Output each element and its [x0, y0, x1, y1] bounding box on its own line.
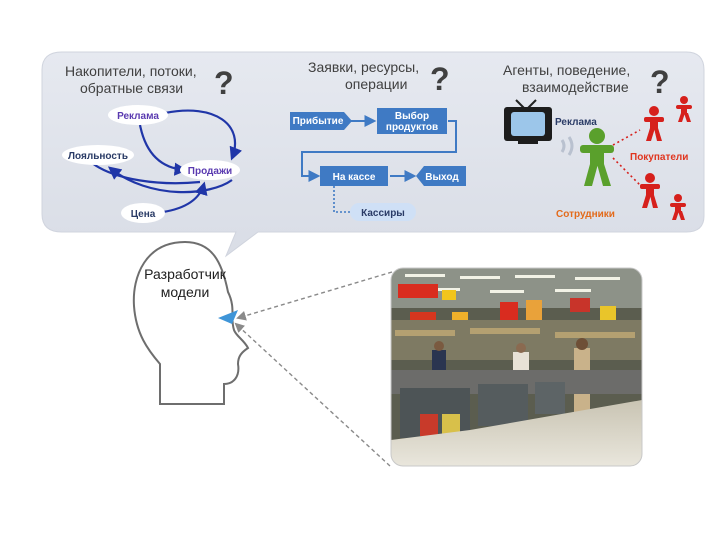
panel-title-line1: Накопители, потоки,: [65, 63, 197, 79]
panel-title-line2: взаимодействие: [522, 79, 629, 95]
panel-title-line2: обратные связи: [80, 80, 183, 96]
developer-label-line2: модели: [161, 284, 210, 300]
node-checkout: [320, 166, 388, 186]
panel-title-line1: Заявки, ресурсы,: [308, 59, 419, 75]
person-icon: [640, 173, 660, 208]
interaction-link: [612, 129, 641, 146]
person-icon: [670, 194, 686, 220]
panel-title-line1: Агенты, поведение,: [503, 62, 630, 78]
panel-agent-based: Агенты, поведение, взаимодействие ? Рекл…: [503, 62, 692, 220]
node-sales: [180, 160, 240, 180]
supermarket-photo: [390, 267, 643, 467]
node-exit-label: Выход: [425, 172, 459, 183]
panel-discrete-event: Заявки, ресурсы, операции ? Прибытие Выб…: [290, 59, 466, 221]
developer-label-line1: Разработчик: [144, 266, 227, 282]
node-checkout-label: На кассе: [333, 172, 376, 183]
panel-system-dynamics: Накопители, потоки, обратные связи ? Рек…: [62, 63, 243, 223]
flow-arrow-loyalty-sales: [91, 162, 201, 185]
signal-arc: [560, 139, 566, 153]
node-product-choice-label-line2: продуктов: [386, 122, 438, 133]
node-price: [121, 203, 165, 223]
flow-arrow-ads-sales: [138, 124, 188, 176]
feedback-arrow-sales-loyalty: [107, 166, 233, 194]
buyers-label: Покупатели: [630, 152, 688, 163]
sight-line: [236, 271, 393, 321]
person-icon: [676, 96, 692, 122]
interaction-link: [612, 157, 641, 186]
head-silhouette: Разработчик модели: [132, 240, 250, 405]
node-loyalty: [62, 145, 134, 165]
node-ads-label: Реклама: [117, 111, 159, 122]
person-icon: [580, 128, 614, 186]
node-exit: [416, 166, 466, 186]
tv-icon: [504, 99, 552, 144]
node-cashiers-label: Кассиры: [361, 208, 405, 219]
node-ads: [108, 105, 168, 125]
signal-arc: [567, 136, 574, 156]
person-icon: [644, 106, 664, 141]
panel-title-line2: операции: [345, 76, 407, 92]
node-loyalty-label: Лояльность: [68, 151, 128, 162]
sight-line: [234, 322, 391, 467]
arrow-choice-checkout: [301, 120, 457, 182]
node-product-choice: [377, 108, 447, 134]
ads-label: Реклама: [555, 117, 597, 128]
node-price-label: Цена: [131, 209, 156, 220]
eye-icon: [218, 310, 238, 324]
question-mark: ?: [214, 65, 234, 101]
question-mark: ?: [430, 61, 450, 97]
node-arrival-label: Прибытие: [293, 115, 344, 127]
flow-arrow-price-sales: [162, 181, 208, 214]
question-mark: ?: [650, 64, 670, 100]
link-checkout-cashiers: [333, 186, 350, 213]
node-product-choice-label-line1: Выбор: [395, 110, 429, 122]
feedback-arrow-ads-sales: [164, 109, 243, 161]
node-sales-label: Продажи: [188, 166, 232, 177]
staff-label: Сотрудники: [556, 209, 615, 220]
node-cashiers: [350, 203, 416, 221]
speech-bubble: [41, 51, 705, 258]
node-arrival: [290, 112, 352, 130]
